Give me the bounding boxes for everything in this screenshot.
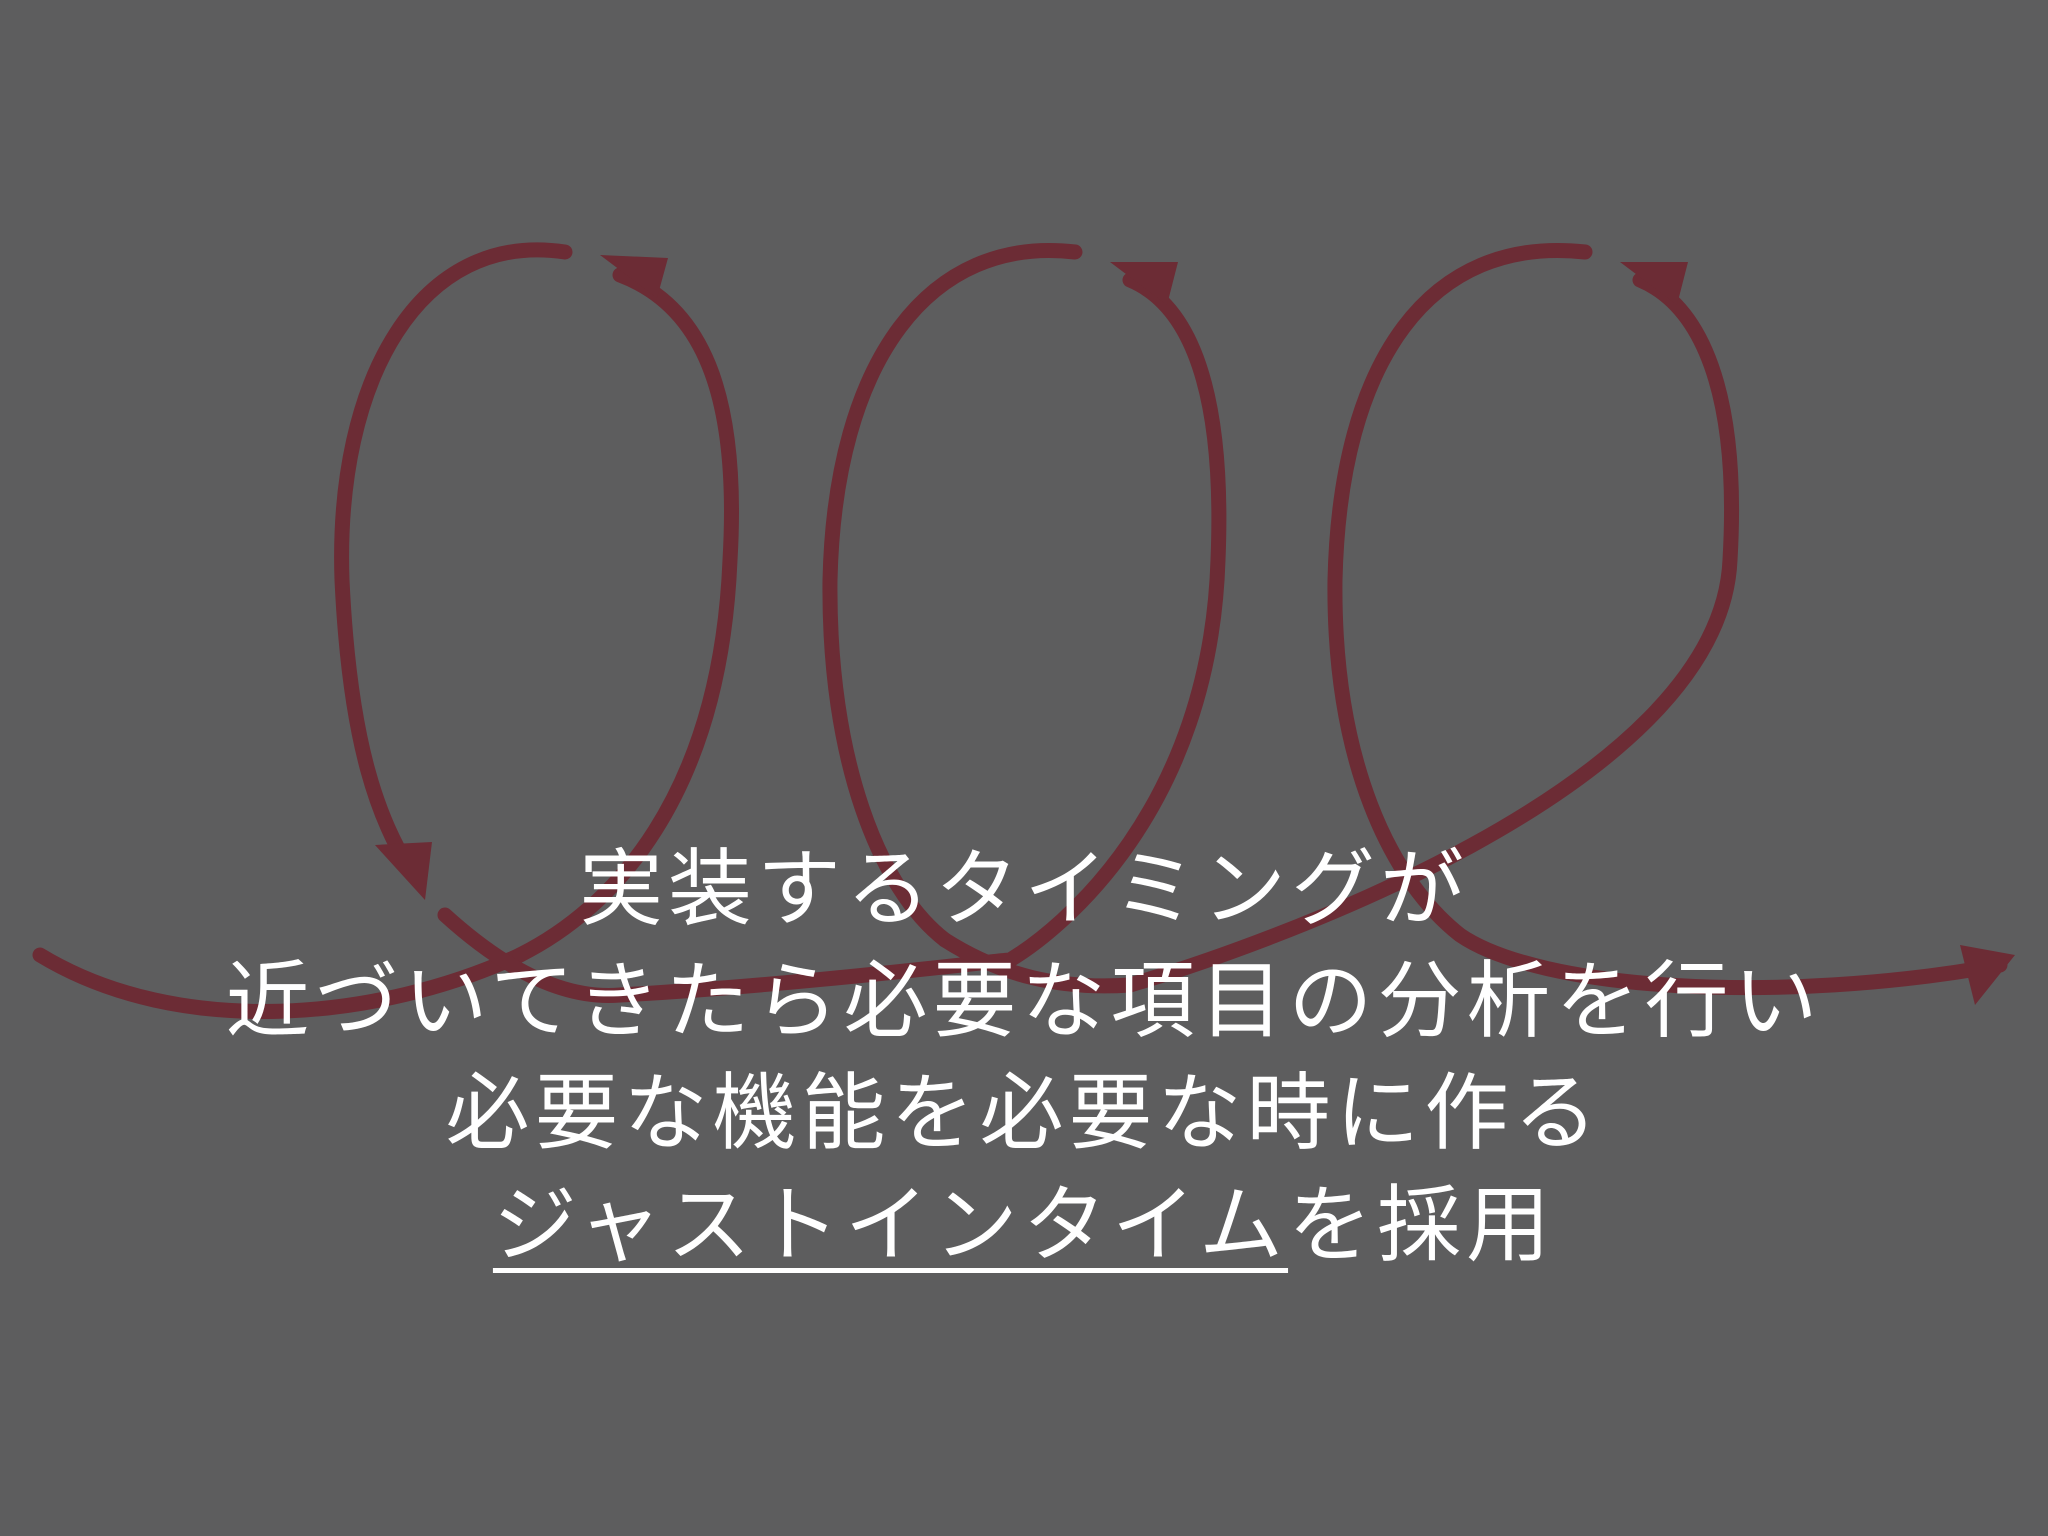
spiral-baseline-start <box>32 947 528 1019</box>
arrowhead-loop-3-up <box>1620 262 1688 305</box>
arrowhead-loop-2-up <box>1110 262 1178 305</box>
slide-message: 実装するタイミングが 近づいてきたら必要な項目の分析を行い 必要な機能を必要な時… <box>0 833 2048 1281</box>
message-line-4-rest: を採用 <box>1288 1176 1556 1274</box>
arrowhead-loop-1-up <box>600 255 668 298</box>
spiral-loop-1 <box>334 242 740 963</box>
spiral-arrowheads <box>375 255 2015 1005</box>
just-in-time-emphasis: ジャストインタイム <box>492 1176 1289 1274</box>
message-line-3: 必要な機能を必要な時に作る <box>445 1064 1603 1162</box>
spiral-arrow-strokes <box>32 242 2008 1019</box>
arrowhead-exit <box>1960 945 2015 1005</box>
spiral-loop-3 <box>937 243 2008 996</box>
message-line-1: 実装するタイミングが <box>578 840 1469 938</box>
spiral-loop-2 <box>437 243 1227 1003</box>
message-line-4: ジャストインタイムを採用 <box>0 1169 2048 1281</box>
message-line-2: 近づいてきたら必要な項目の分析を行い <box>225 952 1823 1050</box>
arrowhead-loop-1-down <box>375 842 432 900</box>
